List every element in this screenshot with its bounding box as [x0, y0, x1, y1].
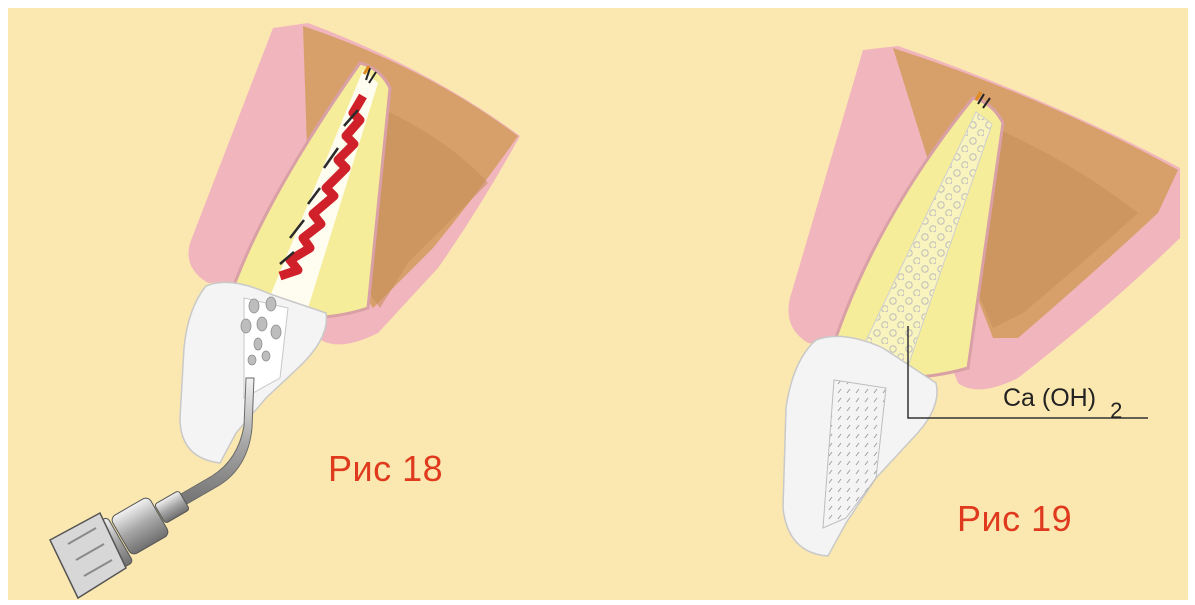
formula-text: Ca (OH) [1003, 384, 1096, 412]
illustration-panel: Рис 18 Рис 19 Ca (OH)2 [8, 8, 1188, 600]
formula-subscript: 2 [1110, 398, 1122, 423]
temporary-filling [823, 380, 886, 528]
caption-figure-18: Рис 18 [328, 448, 443, 490]
syringe-hub [50, 490, 190, 598]
formula-label: Ca (OH)2 [1003, 384, 1122, 413]
caption-figure-19: Рис 19 [957, 498, 1072, 540]
tooth-figure-19 [783, 46, 1180, 556]
tooth-figure-18 [50, 23, 520, 598]
